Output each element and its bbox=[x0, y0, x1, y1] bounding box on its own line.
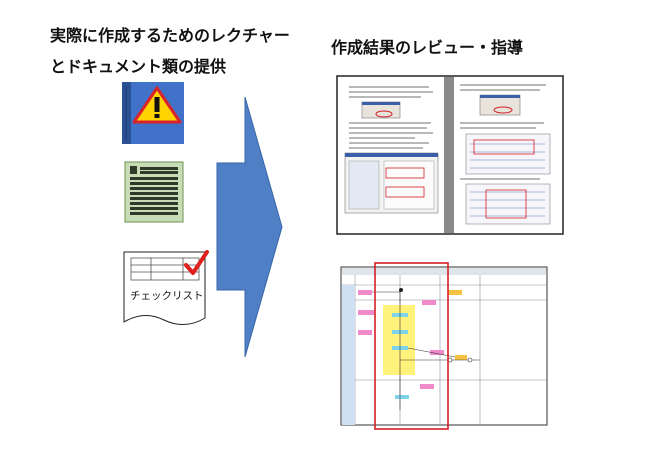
left-heading-line-2: とドキュメント類の提供 bbox=[50, 57, 227, 76]
document-icon bbox=[124, 161, 184, 223]
checklist-icon bbox=[123, 250, 209, 325]
right-arrow-icon bbox=[216, 96, 283, 358]
review-flowchart-thumbnail bbox=[340, 262, 548, 430]
review-document-thumbnail bbox=[336, 75, 564, 235]
left-heading-line-1: 実際に作成するためのレクチャー bbox=[50, 26, 290, 45]
checklist-label: チェックリスト bbox=[130, 290, 204, 302]
warning-manual-icon bbox=[122, 82, 184, 144]
right-heading: 作成結果のレビュー・指導 bbox=[331, 38, 524, 57]
